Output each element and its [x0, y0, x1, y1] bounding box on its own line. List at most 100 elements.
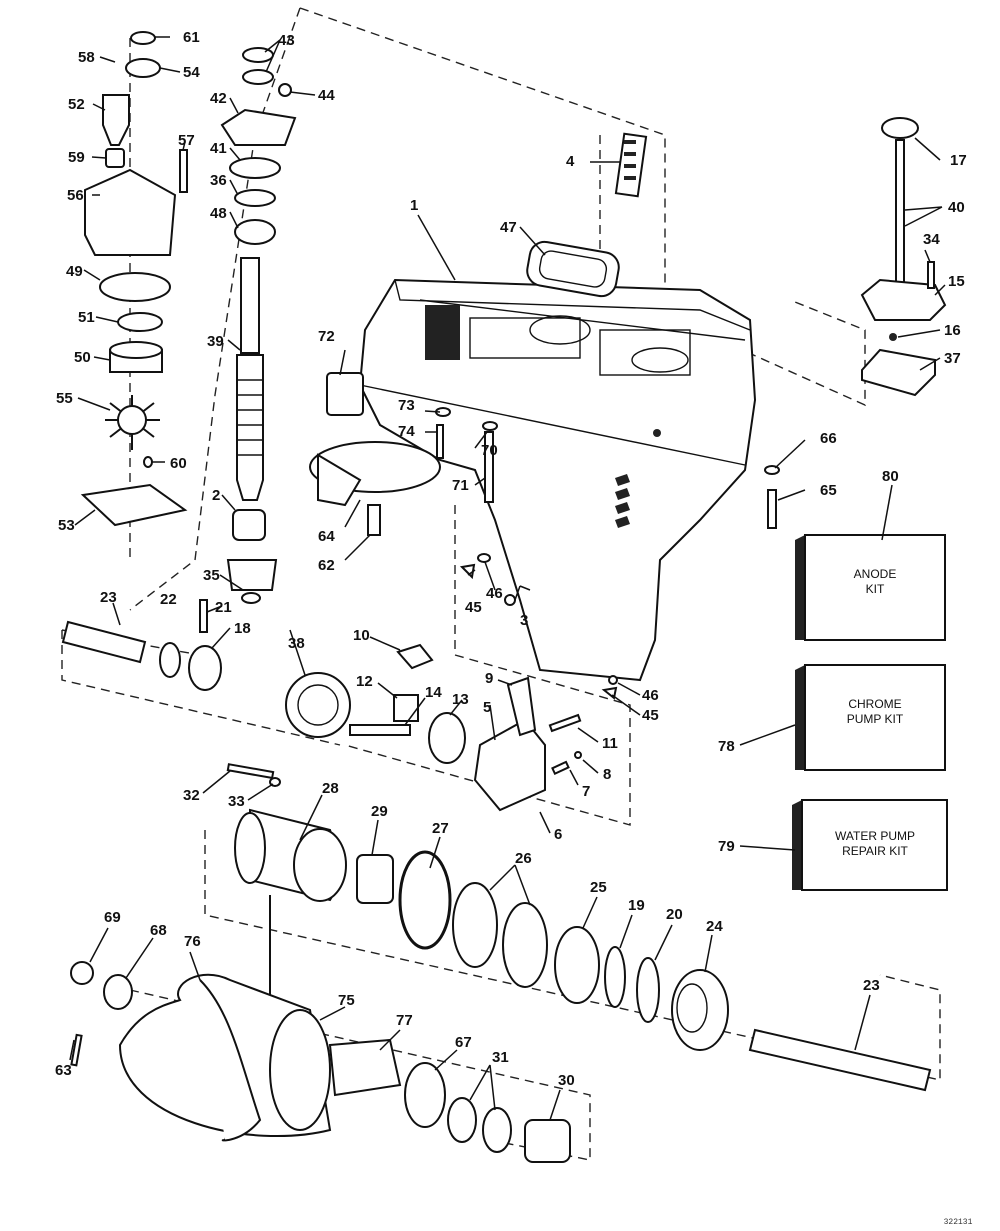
callout-67: 67 [455, 1034, 472, 1051]
callout-32: 32 [183, 787, 200, 804]
reverse-gear [671, 969, 729, 1051]
callout-52: 52 [68, 96, 85, 113]
impeller-plate [80, 483, 188, 527]
callout-47: 47 [500, 219, 517, 236]
callout-74: 74 [398, 423, 415, 440]
callout-45-lower: 45 [642, 707, 659, 724]
callout-68: 68 [150, 922, 167, 939]
callout-55: 55 [56, 390, 73, 407]
callout-29: 29 [371, 803, 388, 820]
chrome-pump-kit-box: CHROME PUMP KIT [795, 664, 946, 771]
callout-70: 70 [481, 442, 498, 459]
callout-61: 61 [183, 29, 200, 46]
callout-12: 12 [356, 673, 373, 690]
chrome-kit-label-2: PUMP KIT [847, 712, 904, 726]
callout-59: 59 [68, 149, 85, 166]
water-pump-repair-kit-box: WATER PUMP REPAIR KIT [792, 799, 948, 891]
water-pump-housing [84, 168, 177, 256]
callout-73: 73 [398, 397, 415, 414]
callout-22: 22 [160, 591, 177, 608]
callout-46-lower: 46 [642, 687, 659, 704]
callout-69: 69 [104, 909, 121, 926]
callout-49: 49 [66, 263, 83, 280]
callout-8: 8 [603, 766, 611, 783]
callout-39: 39 [207, 333, 224, 350]
leader-lines [69, 36, 946, 1121]
callout-6: 6 [554, 826, 562, 843]
callout-11: 11 [602, 735, 618, 752]
clutch-dog [188, 645, 222, 691]
callout-36: 36 [210, 172, 227, 189]
callout-27: 27 [432, 820, 449, 837]
callout-18: 18 [234, 620, 251, 637]
callout-10: 10 [353, 627, 370, 644]
callout-62: 62 [318, 557, 335, 574]
callout-54: 54 [183, 64, 200, 81]
callout-34: 34 [923, 231, 940, 248]
callout-48: 48 [210, 205, 227, 222]
callout-43: 43 [278, 32, 295, 49]
callout-41: 41 [210, 140, 227, 157]
parts [61, 31, 947, 1163]
callout-57: 57 [178, 132, 195, 149]
callout-24: 24 [706, 918, 723, 935]
anode-kit-box: ANODE KIT [795, 534, 946, 641]
callout-79: 79 [718, 838, 735, 855]
callout-80: 80 [882, 468, 899, 485]
bearing-carrier-5 [473, 718, 546, 812]
callout-50: 50 [74, 349, 91, 366]
callout-46-upper: 46 [486, 585, 503, 602]
callout-76: 76 [184, 933, 201, 950]
callout-15: 15 [948, 273, 965, 290]
forward-gear [285, 672, 351, 738]
callout-63: 63 [55, 1062, 72, 1079]
callout-64: 64 [318, 528, 335, 545]
thrust-hub [328, 1038, 402, 1097]
callout-30: 30 [558, 1072, 575, 1089]
callout-65: 65 [820, 482, 837, 499]
water-pump-kit-label-2: REPAIR KIT [842, 844, 908, 858]
anode-kit-label-2: KIT [866, 582, 885, 596]
callout-45-upper: 45 [465, 599, 482, 616]
bolt-74 [436, 424, 444, 459]
bearing-housing [220, 108, 297, 146]
bearing-housing-rear [234, 808, 347, 902]
callout-60: 60 [170, 455, 187, 472]
bolt-71 [484, 431, 494, 503]
gearcase-housing [358, 278, 757, 682]
callout-25: 25 [590, 879, 607, 896]
callout-1: 1 [410, 197, 418, 214]
callout-38: 38 [288, 635, 305, 652]
grommet-part [614, 132, 648, 198]
driveshaft [236, 257, 264, 501]
callout-28: 28 [322, 780, 339, 797]
callout-23-front: 23 [100, 589, 117, 606]
chrome-kit-label: CHROME [848, 697, 901, 711]
callout-numbers: 1 2 3 4 5 6 7 8 9 10 11 12 13 14 15 16 1… [55, 29, 967, 1089]
callout-58: 58 [78, 49, 95, 66]
drawing-code: 322131 [944, 1218, 973, 1227]
seal-part [526, 240, 620, 298]
callout-9: 9 [485, 670, 493, 687]
callout-16: 16 [944, 322, 961, 339]
callout-4: 4 [566, 153, 575, 170]
callout-21: 21 [215, 599, 232, 616]
callout-33: 33 [228, 793, 245, 810]
trim-screw [367, 504, 381, 536]
callout-77: 77 [396, 1012, 413, 1029]
callout-71: 71 [452, 477, 469, 494]
callout-17: 17 [950, 152, 967, 169]
callout-5: 5 [483, 699, 491, 716]
callout-14: 14 [425, 684, 442, 701]
kit-boxes: ANODE KIT CHROME PUMP KIT WATER PUMP REP… [792, 534, 948, 891]
propshaft-rear [748, 1028, 932, 1092]
anode-kit-label: ANODE [854, 567, 897, 581]
callout-26: 26 [515, 850, 532, 867]
callout-3: 3 [520, 612, 528, 629]
callout-66: 66 [820, 430, 837, 447]
callout-56: 56 [67, 187, 84, 204]
callout-40: 40 [948, 199, 965, 216]
callout-78: 78 [718, 738, 735, 755]
propshaft-front [61, 620, 147, 664]
callout-44: 44 [318, 87, 335, 104]
